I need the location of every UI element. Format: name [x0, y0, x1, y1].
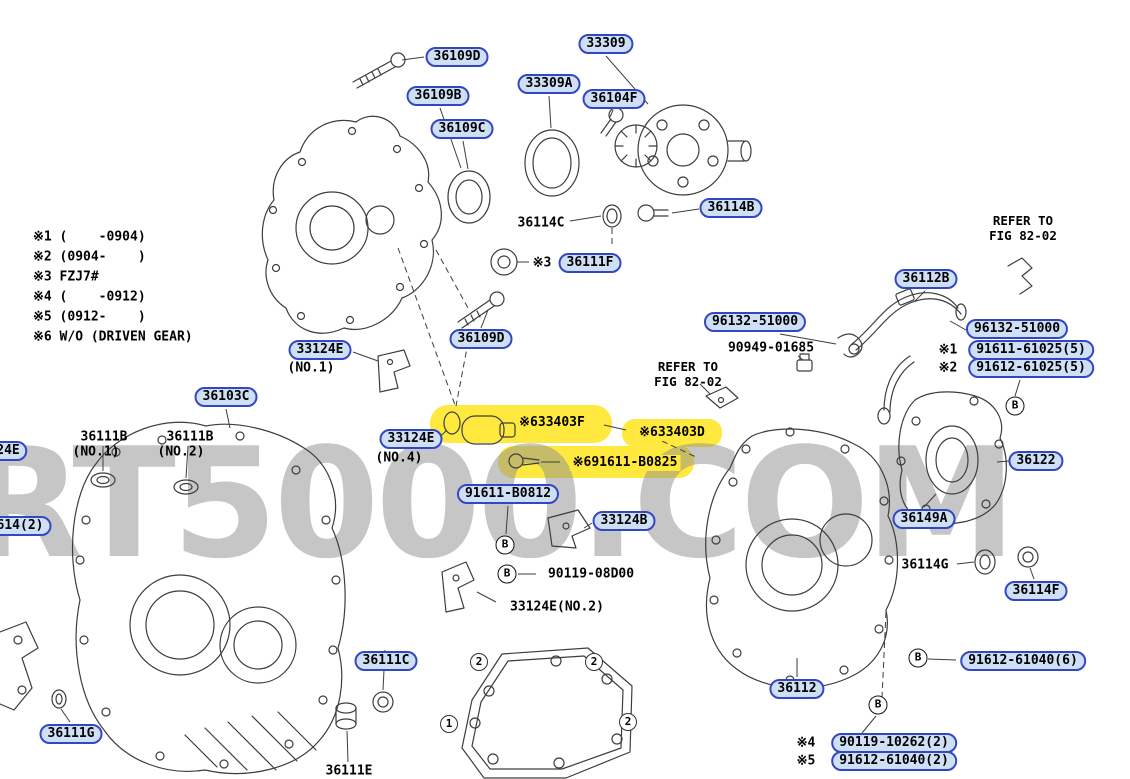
callout-2-c: 2 [619, 713, 637, 731]
part-text-36111e: 36111E [325, 763, 373, 779]
part-label-36111g[interactable]: 36111G [39, 724, 103, 744]
part-text-90119-08d00: 90119-08D00 [547, 566, 635, 582]
part-label-33124e-no4[interactable]: 33124E [379, 429, 443, 449]
refer-fig-8202-right: REFER TO FIG 82-02 [989, 213, 1057, 243]
part-label-33124e-no1[interactable]: 33124E [288, 340, 352, 360]
circled-b-1: B [495, 535, 515, 555]
callout-2-a: 2 [470, 653, 488, 671]
marker-note-3: ※3 [532, 255, 552, 271]
part-label-36109d-2[interactable]: 36109D [449, 329, 513, 349]
circled-b-4: B [908, 648, 928, 668]
part-label-36112[interactable]: 36112 [769, 679, 825, 699]
spec-note-6: ※6 W/O (DRIVEN GEAR) [33, 329, 193, 345]
part-label-36109d-1[interactable]: 36109D [425, 47, 489, 67]
circled-b-3: B [1005, 396, 1025, 416]
refer-fig-8202-mid: REFER TO FIG 82-02 [654, 359, 722, 389]
part-label-633403f[interactable]: ※633403F [516, 415, 588, 431]
part-text-36114c: 36114C [517, 215, 565, 231]
part-text-no1b: (NO.1) [72, 444, 120, 460]
part-text-90949-01685: 90949-01685 [727, 340, 815, 356]
part-label-36114b[interactable]: 36114B [699, 198, 763, 218]
part-label-36109c[interactable]: 36109C [430, 119, 494, 139]
part-label-36111f[interactable]: 36111F [558, 253, 622, 273]
part-text-36111b-no2: 36111B [166, 429, 214, 445]
spec-note-3: ※3 FZJ7# [33, 269, 99, 285]
part-label-33124b[interactable]: 33124B [592, 511, 656, 531]
spec-note-5: ※5 (0912- ) [33, 309, 146, 325]
spec-note-2: ※2 (0904- ) [33, 249, 146, 265]
marker-note-1: ※1 [938, 342, 958, 358]
part-label-91611-61025[interactable]: 91611-61025(5) [968, 340, 1094, 360]
part-text-no1: (NO.1) [287, 360, 335, 376]
part-label-36114f[interactable]: 36114F [1004, 581, 1068, 601]
callout-2-b: 2 [585, 653, 603, 671]
part-label-633403d[interactable]: ※633403D [636, 425, 708, 441]
part-label-36104f[interactable]: 36104F [582, 89, 646, 109]
part-label-36109b[interactable]: 36109B [406, 86, 470, 106]
circled-b-5: B [868, 695, 888, 715]
part-label-36112b[interactable]: 36112B [894, 269, 958, 289]
marker-note-5: ※5 [796, 753, 816, 769]
spec-note-1: ※1 ( -0904) [33, 229, 146, 245]
part-label-91612-61040-2[interactable]: 91612-61040(2) [831, 751, 957, 771]
part-label-33309[interactable]: 33309 [578, 34, 634, 54]
part-label-36149a[interactable]: 36149A [892, 509, 956, 529]
part-label-96132-51000-right[interactable]: 96132-51000 [965, 319, 1069, 339]
part-text-no4: (NO.4) [375, 450, 423, 466]
part-label-33309a[interactable]: 33309A [517, 74, 581, 94]
part-label-91611-b0812[interactable]: 91611-B0812 [456, 484, 560, 504]
circled-b-2: B [497, 564, 517, 584]
part-text-36114g: 36114G [901, 557, 949, 573]
marker-note-4: ※4 [796, 735, 816, 751]
part-label-24e-partial[interactable]: 24E [0, 441, 28, 461]
part-label-36111c[interactable]: 36111C [354, 651, 418, 671]
callout-1: 1 [440, 715, 458, 733]
part-label-91611-b0825[interactable]: ※691611-B0825 [569, 455, 681, 471]
part-label-36103c[interactable]: 36103C [194, 387, 258, 407]
part-label-91612-61040-6[interactable]: 91612-61040(6) [960, 651, 1086, 671]
part-label-90119-10262[interactable]: 90119-10262(2) [831, 733, 957, 753]
part-text-36111b-no1: 36111B [80, 429, 128, 445]
spec-note-4: ※4 ( -0912) [33, 289, 146, 305]
part-label-96132-51000-left[interactable]: 96132-51000 [703, 312, 807, 332]
part-text-no2b: (NO.2) [157, 444, 205, 460]
part-text-33124e-no2: 33124E(NO.2) [510, 599, 604, 615]
part-label-36122[interactable]: 36122 [1008, 451, 1064, 471]
part-label-614-partial[interactable]: 614(2) [0, 516, 52, 536]
marker-note-2: ※2 [938, 360, 958, 376]
part-label-91612-61025[interactable]: 91612-61025(5) [968, 358, 1094, 378]
